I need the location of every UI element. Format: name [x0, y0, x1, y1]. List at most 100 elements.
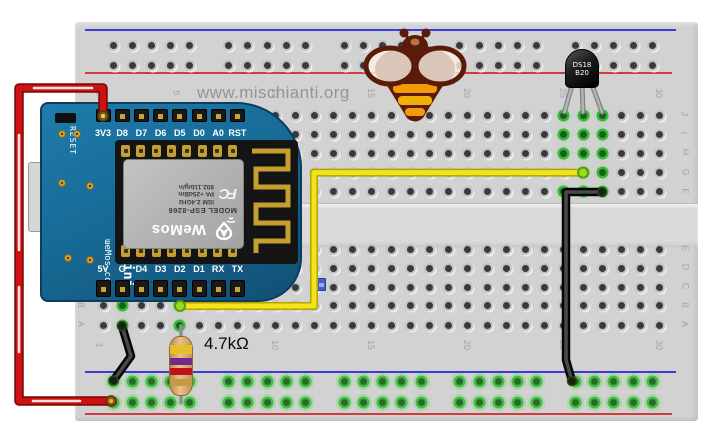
breadboard-hole: [521, 188, 529, 196]
breadboard-hole: [99, 302, 107, 310]
breadboard-hole: [502, 321, 510, 329]
pin-label-top: 3V3: [94, 128, 111, 138]
power-rail-hole: [359, 377, 367, 385]
castellation-hole: [123, 248, 128, 253]
breadboard-hole: [368, 111, 376, 119]
breadboard-hole: [464, 111, 472, 119]
pin-label-bottom: D4: [135, 264, 148, 274]
castellation-pad: [197, 245, 207, 257]
breadboard-hole: [502, 302, 510, 310]
breadboard-hole: [425, 245, 433, 253]
breadboard-hole: [656, 149, 664, 157]
power-rail-hole: [244, 377, 252, 385]
pin-header-bottom: [191, 280, 207, 297]
power-rail-hole: [513, 398, 521, 406]
pin-header-top: [114, 109, 130, 122]
power-rail-hole: [379, 41, 387, 49]
power-rail-hole: [282, 377, 290, 385]
breadboard-hole: [310, 149, 318, 157]
breadboard-hole: [406, 321, 414, 329]
castellation-hole: [169, 248, 174, 253]
breadboard-hole: [464, 130, 472, 138]
through-hole-pad: [58, 130, 66, 138]
power-rail-hole: [648, 41, 656, 49]
breadboard-hole: [598, 111, 606, 119]
esp8266-module: WeMos MODEL ESP-8266 FC ISM 2.4GHz PA +2…: [115, 140, 326, 291]
power-rail-hole: [571, 398, 579, 406]
breadboard-hole: [502, 111, 510, 119]
pin-header-bottom: [95, 280, 111, 297]
breadboard-hole: [425, 149, 433, 157]
castellation-hole: [154, 248, 159, 253]
breadboard-hole: [579, 302, 587, 310]
breadboard-hole: [521, 302, 529, 310]
breadboard-hole: [617, 264, 625, 272]
breadboard-hole: [445, 130, 453, 138]
breadboard-hole: [291, 130, 299, 138]
breadboard-hole: [579, 264, 587, 272]
breadboard-hole: [387, 111, 395, 119]
castellation-hole: [215, 248, 220, 253]
breadboard-hole: [541, 283, 549, 291]
power-rail-hole: [648, 398, 656, 406]
breadboard-hole: [253, 321, 261, 329]
pin-contact: [119, 114, 125, 119]
power-rail-hole: [263, 61, 271, 69]
breadboard-hole: [464, 321, 472, 329]
watermark: www.mischianti.org: [197, 83, 350, 102]
through-hole-pad: [73, 130, 81, 138]
power-rail-hole: [359, 61, 367, 69]
breadboard-hole: [368, 264, 376, 272]
breadboard-hole: [483, 283, 491, 291]
power-rail-hole: [147, 41, 155, 49]
castellation-pad: [182, 145, 192, 157]
breadboard-hole: [445, 188, 453, 196]
power-rail-hole: [398, 398, 406, 406]
breadboard-hole: [483, 302, 491, 310]
castellation-pad: [136, 245, 146, 257]
power-rail-hole: [147, 61, 155, 69]
power-rail-hole: [147, 377, 155, 385]
breadboard-hole: [214, 321, 222, 329]
pin-label-bottom: D2: [174, 264, 186, 274]
resistor-band-red: [170, 368, 192, 375]
breadboard-hole: [387, 188, 395, 196]
castellation-hole: [169, 148, 174, 153]
power-rail-hole: [610, 398, 618, 406]
pin-contact: [215, 287, 221, 292]
breadboard-hole: [406, 245, 414, 253]
power-rail-hole: [475, 377, 483, 385]
pin-label-top: D0: [193, 128, 205, 138]
breadboard-hole: [617, 321, 625, 329]
resistor-band-gold: [170, 379, 192, 386]
castellation-hole: [123, 148, 128, 153]
breadboard-hole: [272, 321, 280, 329]
breadboard-hole: [387, 321, 395, 329]
breadboard-hole: [425, 264, 433, 272]
power-rail-hole: [648, 61, 656, 69]
breadboard-hole: [310, 130, 318, 138]
power-rail-hole: [340, 61, 348, 69]
power-rail-hole: [494, 61, 502, 69]
pin-label-top: D5: [174, 128, 186, 138]
breadboard-hole: [406, 302, 414, 310]
power-rail-hole: [475, 41, 483, 49]
breadboard-hole: [291, 321, 299, 329]
castellation-hole: [230, 248, 235, 253]
power-rail-hole: [128, 41, 136, 49]
bottom-rail-positive-line: [85, 413, 672, 415]
breadboard-hole: [445, 264, 453, 272]
power-rail-hole: [494, 377, 502, 385]
power-rail-hole: [513, 41, 521, 49]
breadboard-hole: [521, 245, 529, 253]
power-rail-hole: [109, 41, 117, 49]
pin-contact: [138, 287, 144, 292]
power-rail-hole: [591, 41, 599, 49]
castellation-hole: [200, 148, 204, 153]
power-rail-hole: [128, 377, 136, 385]
breadboard-hole: [387, 302, 395, 310]
breadboard-hole: [541, 245, 549, 253]
pin-contact: [234, 287, 240, 292]
